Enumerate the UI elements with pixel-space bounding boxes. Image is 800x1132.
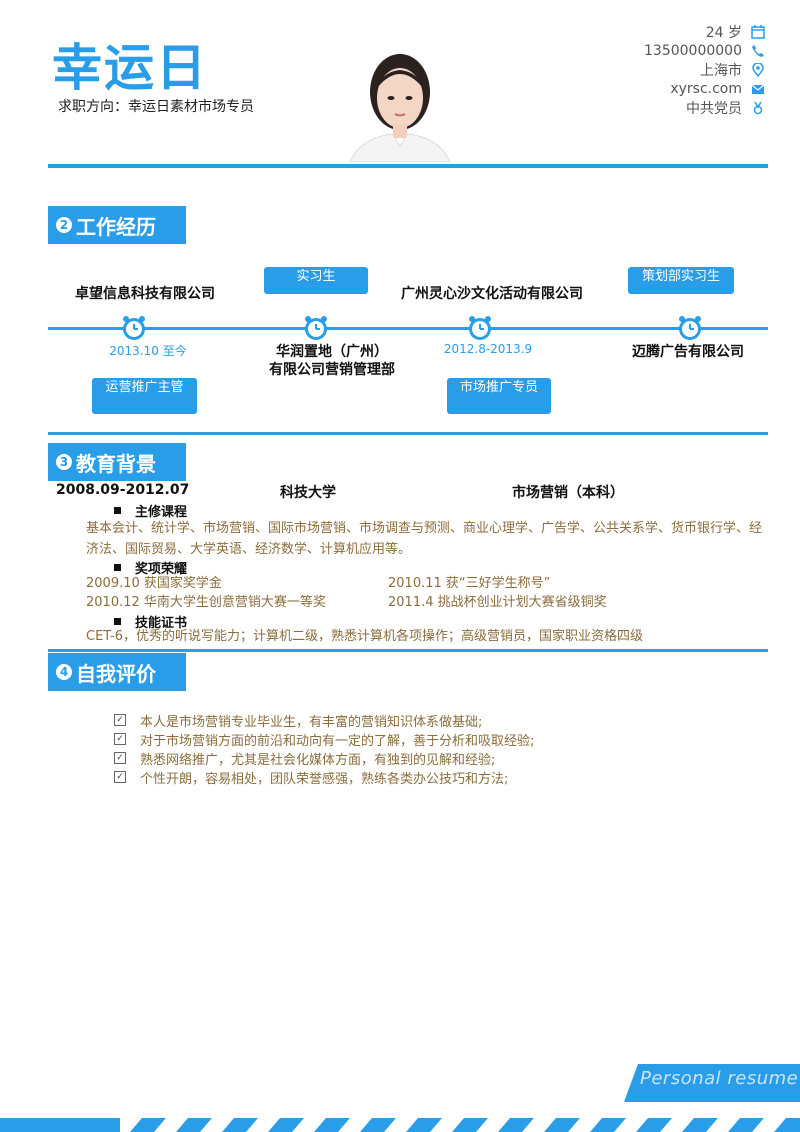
self-eval-text: 本人是市场营销专业毕业生，有丰富的营销知识体系做基础; <box>140 714 483 730</box>
section-self-eval-title: 自我评价 <box>76 661 156 686</box>
self-eval-text: 个性开朗，容易相处，团队荣誉感强，熟练各类办公技巧和方法; <box>140 771 509 787</box>
section-number-icon: 4 <box>56 664 72 680</box>
checkbox-icon: ✓ <box>114 714 126 726</box>
section-number-icon: 3 <box>56 454 72 470</box>
contact-age-text: 24 岁 <box>705 25 742 41</box>
self-eval-item: ✓ 个性开朗，容易相处，团队荣誉感强，熟练各类办公技巧和方法; <box>114 767 508 787</box>
award-item: 2011.4 挑战杯创业计划大赛省级铜奖 <box>388 595 607 610</box>
education-school: 科技大学 <box>280 485 336 501</box>
courses-text: 基本会计、统计学、市场营销、国际市场营销、市场调查与预测、商业心理学、广告学、公… <box>86 521 763 557</box>
timeline-company-line: 华润置地（广州） <box>276 344 388 360</box>
checkbox-icon: ✓ <box>114 733 126 745</box>
self-eval-text: 对于市场营销方面的前沿和动向有一定的了解，善于分析和吸取经验; <box>140 733 535 749</box>
footer-band <box>624 1064 800 1102</box>
contact-politics: 中共党员 <box>686 98 766 118</box>
clock-icon <box>469 316 491 340</box>
section-work-heading: 2 工作经历 <box>48 205 186 245</box>
clock-icon <box>679 316 701 340</box>
skills-text: CET-6，优秀的听说写能力；计算机二级，熟悉计算机各项操作；高级营销员，国家职… <box>86 629 644 644</box>
award-item: 2010.11 获“三好学生称号” <box>388 576 551 591</box>
timeline-role-box: 实习生 <box>264 267 368 294</box>
timeline-role-box: 策划部实习生 <box>628 267 734 294</box>
timeline-company: 广州灵心沙文化活动有限公司 <box>401 286 583 302</box>
contact-age: 24 岁 <box>706 22 766 42</box>
section-education-box: 3 教育背景 <box>48 443 186 481</box>
phone-icon <box>750 43 766 59</box>
timeline-axis <box>48 327 768 330</box>
timeline-company-line: 有限公司营销管理部 <box>269 362 395 378</box>
clock-icon <box>305 316 327 340</box>
timeline-role-box: 运营推广主管 <box>92 378 197 414</box>
timeline-role-text: 策划部实习生 <box>641 269 720 284</box>
self-eval-item: ✓ 对于市场营销方面的前沿和动向有一定的了解，善于分析和吸取经验; <box>114 729 534 749</box>
checkbox-icon: ✓ <box>114 752 126 764</box>
bullet-square-icon <box>114 507 121 514</box>
awards-heading-text: 奖项荣耀 <box>135 562 188 577</box>
timeline-role-text: 实习生 <box>296 269 336 284</box>
section-self-eval-box: 4 自我评价 <box>48 653 186 691</box>
timeline-role-box: 市场推广专员 <box>447 378 551 414</box>
timeline-date: 2012.8-2013.9 <box>443 342 533 356</box>
contact-city: 上海市 <box>700 60 766 80</box>
medal-icon <box>750 100 766 116</box>
job-objective-value: 幸运日素材市场专员 <box>128 99 254 115</box>
skills-heading-text: 技能证书 <box>135 616 188 631</box>
contact-politics-text: 中共党员 <box>686 101 742 117</box>
section-education-heading: 3 教育背景 <box>48 442 186 482</box>
location-icon <box>750 62 766 78</box>
checkbox-icon: ✓ <box>114 771 126 783</box>
timeline-company: 华润置地（广州） 有限公司营销管理部 <box>244 343 420 379</box>
timeline-role-text: 市场推广专员 <box>459 380 538 395</box>
job-objective-label: 求职方向： <box>58 99 128 115</box>
contact-city-text: 上海市 <box>700 63 742 79</box>
timeline-date: 2013.10 至今 <box>109 344 187 358</box>
job-objective: 求职方向：幸运日素材市场专员 <box>58 96 254 116</box>
contact-phone: 13500000000 <box>644 41 766 61</box>
mail-icon <box>750 81 766 97</box>
section-work-box: 2 工作经历 <box>48 206 186 244</box>
section-work-title: 工作经历 <box>76 214 156 239</box>
bullet-square-icon <box>114 618 121 625</box>
section-self-eval-heading: 4 自我评价 <box>48 652 186 692</box>
profile-photo <box>340 42 460 162</box>
contact-phone-text: 13500000000 <box>644 43 742 59</box>
section-divider <box>48 432 768 435</box>
section-number-icon: 2 <box>56 217 72 233</box>
skills-heading: 技能证书 <box>114 612 187 631</box>
courses-heading: 主修课程 <box>114 501 187 520</box>
awards-heading: 奖项荣耀 <box>114 558 187 577</box>
self-eval-item: ✓ 本人是市场营销专业毕业生，有丰富的营销知识体系做基础; <box>114 710 482 730</box>
footer-stripes <box>0 1118 800 1132</box>
contact-website-text: xyrsc.com <box>670 81 742 97</box>
calendar-icon <box>750 24 766 40</box>
section-divider <box>48 649 768 652</box>
clock-icon <box>123 316 145 340</box>
bullet-square-icon <box>114 564 121 571</box>
self-eval-text: 熟悉网络推广，尤其是社会化媒体方面，有独到的见解和经验; <box>140 752 496 768</box>
self-eval-item: ✓ 熟悉网络推广，尤其是社会化媒体方面，有独到的见解和经验; <box>114 748 495 768</box>
education-period: 2008.09-2012.07 <box>56 482 190 498</box>
courses-heading-text: 主修课程 <box>135 505 188 520</box>
timeline-company: 卓望信息科技有限公司 <box>75 286 215 302</box>
footer-title: Personal resume <box>640 1068 799 1089</box>
award-item: 2010.12 华南大学生创意营销大赛一等奖 <box>86 595 326 610</box>
resume-name: 幸运日 <box>52 39 208 97</box>
section-education-title: 教育背景 <box>76 451 156 476</box>
education-major: 市场营销（本科） <box>512 485 624 501</box>
award-item: 2009.10 获国家奖学金 <box>86 576 222 591</box>
timeline-company: 迈腾广告有限公司 <box>632 344 744 360</box>
contact-website: xyrsc.com <box>670 79 766 99</box>
header-divider <box>48 164 768 168</box>
timeline-role-text: 运营推广主管 <box>105 380 184 395</box>
